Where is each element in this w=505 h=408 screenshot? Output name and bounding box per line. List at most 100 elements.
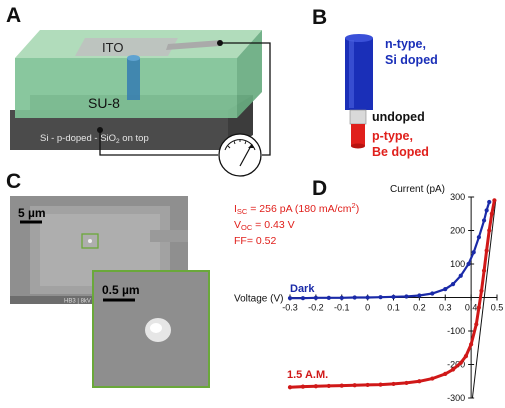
fit-line — [471, 200, 497, 399]
y-axis-title: Current (pA) — [390, 184, 445, 195]
light-series-point — [300, 384, 306, 389]
light-series-point — [365, 382, 370, 388]
y-tick-label: -100 — [447, 326, 465, 336]
dark-series-point — [458, 273, 463, 278]
light-series-point — [463, 354, 469, 359]
x-tick-label: 0.4 — [465, 303, 478, 313]
ff-annotation: FF= 0.52 — [234, 235, 276, 247]
scale-label-main: 5 µm — [18, 206, 46, 220]
substrate-front — [10, 110, 228, 150]
light-series-point — [481, 268, 487, 273]
sem-nanowire-dot — [88, 239, 92, 243]
light-series-point — [430, 376, 435, 381]
light-series-point — [391, 381, 396, 387]
ito-strip — [166, 40, 222, 50]
x-tick-label: -0.3 — [282, 303, 298, 313]
inset-nanowire-core — [150, 323, 162, 333]
contact-dot-ito — [217, 40, 223, 46]
y-tick-label: -300 — [447, 393, 465, 403]
panel-a: A ITO SU-8 Si - p-doped - SiO2 on top — [6, 4, 271, 177]
light-series-point — [474, 322, 479, 327]
light-series-point — [489, 211, 494, 216]
dark-series-point — [352, 295, 357, 300]
isc-annotation: ISC = 256 pA (180 mA/cm2) — [234, 201, 359, 216]
dark-series-point — [471, 250, 476, 255]
circuit-wire — [220, 42, 271, 156]
dark-series-point — [466, 261, 471, 267]
light-series-point — [378, 382, 383, 387]
light-series-point — [484, 248, 489, 253]
ptype-bottom — [351, 143, 365, 149]
sem-zoom-box — [81, 233, 99, 249]
undoped-segment — [349, 109, 367, 125]
dark-series-point — [339, 295, 344, 300]
ito-pad — [75, 38, 178, 56]
x-tick-label: -0.1 — [334, 303, 350, 313]
nanowire-a-top — [127, 55, 140, 61]
ito-label: ITO — [102, 40, 123, 55]
dark-series-point — [476, 235, 481, 240]
light-series-point — [339, 383, 344, 388]
panel-c-letter: C — [6, 170, 21, 193]
substrate-label: Si - p-doped - SiO2 on top — [40, 133, 149, 145]
sem-footer-text: HB3 | 8kV — [64, 299, 91, 305]
dark-series-label: Dark — [290, 283, 315, 295]
x-tick-label: 0 — [365, 303, 370, 313]
ptype-segment — [351, 124, 365, 146]
ntype-highlight — [349, 40, 354, 108]
dark-series-point — [300, 296, 306, 301]
dark-series-point — [404, 294, 409, 299]
y-tick-label: -200 — [447, 360, 465, 370]
panel-a-letter: A — [6, 4, 21, 27]
y-tick-label: 100 — [450, 259, 465, 269]
dark-series-point — [487, 199, 492, 205]
contact-dot-substrate — [97, 127, 103, 133]
dark-series-point — [450, 282, 456, 287]
light-series-point — [469, 342, 474, 347]
ammeter-arrowhead — [248, 144, 254, 148]
su8-front — [15, 58, 237, 118]
light-series-point — [443, 371, 448, 376]
dark-series-point — [443, 287, 448, 292]
x-axis-title: Voltage (V) — [234, 294, 283, 305]
panel-d-letter: D — [312, 177, 327, 200]
light-series-label: 1.5 A.M. — [287, 369, 328, 381]
ntype-label-1: n-type, — [385, 37, 426, 51]
dark-series-point — [326, 295, 331, 300]
dark-series-point — [287, 296, 293, 301]
dark-series-point — [378, 295, 383, 300]
dark-series-point — [481, 218, 487, 223]
dark-series-point — [484, 208, 489, 213]
ammeter-icon — [218, 133, 262, 177]
ammeter-ticks — [227, 139, 247, 149]
voc-annotation: VOC = 0.43 V — [234, 219, 295, 232]
su8-side — [237, 30, 262, 118]
panel-b-letter: B — [312, 6, 327, 29]
panel-b: B n-type, Si doped undoped p-type, Be do… — [312, 6, 438, 159]
x-tick-label: 0.1 — [387, 303, 400, 313]
y-tick-label: 300 — [450, 192, 465, 202]
circuit-wire-bottom — [99, 130, 218, 156]
light-series-point — [404, 380, 409, 386]
dark-series-point — [430, 291, 435, 296]
light-series-point — [450, 367, 456, 372]
dark-series-point — [313, 295, 318, 300]
light-series-point — [313, 384, 318, 389]
light-series-point — [352, 383, 357, 388]
ptype-label-1: p-type, — [372, 129, 413, 143]
light-series-point — [479, 288, 484, 293]
light-series-point — [417, 379, 422, 384]
x-tick-label: 0.2 — [413, 303, 426, 313]
light-series-point — [326, 383, 331, 389]
ntype-label-2: Si doped — [385, 53, 438, 67]
scale-label-inset: 0.5 µm — [102, 283, 140, 297]
dark-series-point — [391, 294, 396, 299]
ptype-label-2: Be doped — [372, 145, 429, 159]
dark-series-line — [290, 201, 491, 300]
y-tick-label: 200 — [450, 226, 465, 236]
light-series-point — [487, 228, 492, 233]
light-series-point — [458, 360, 463, 365]
x-tick-label: 0.5 — [491, 303, 504, 313]
